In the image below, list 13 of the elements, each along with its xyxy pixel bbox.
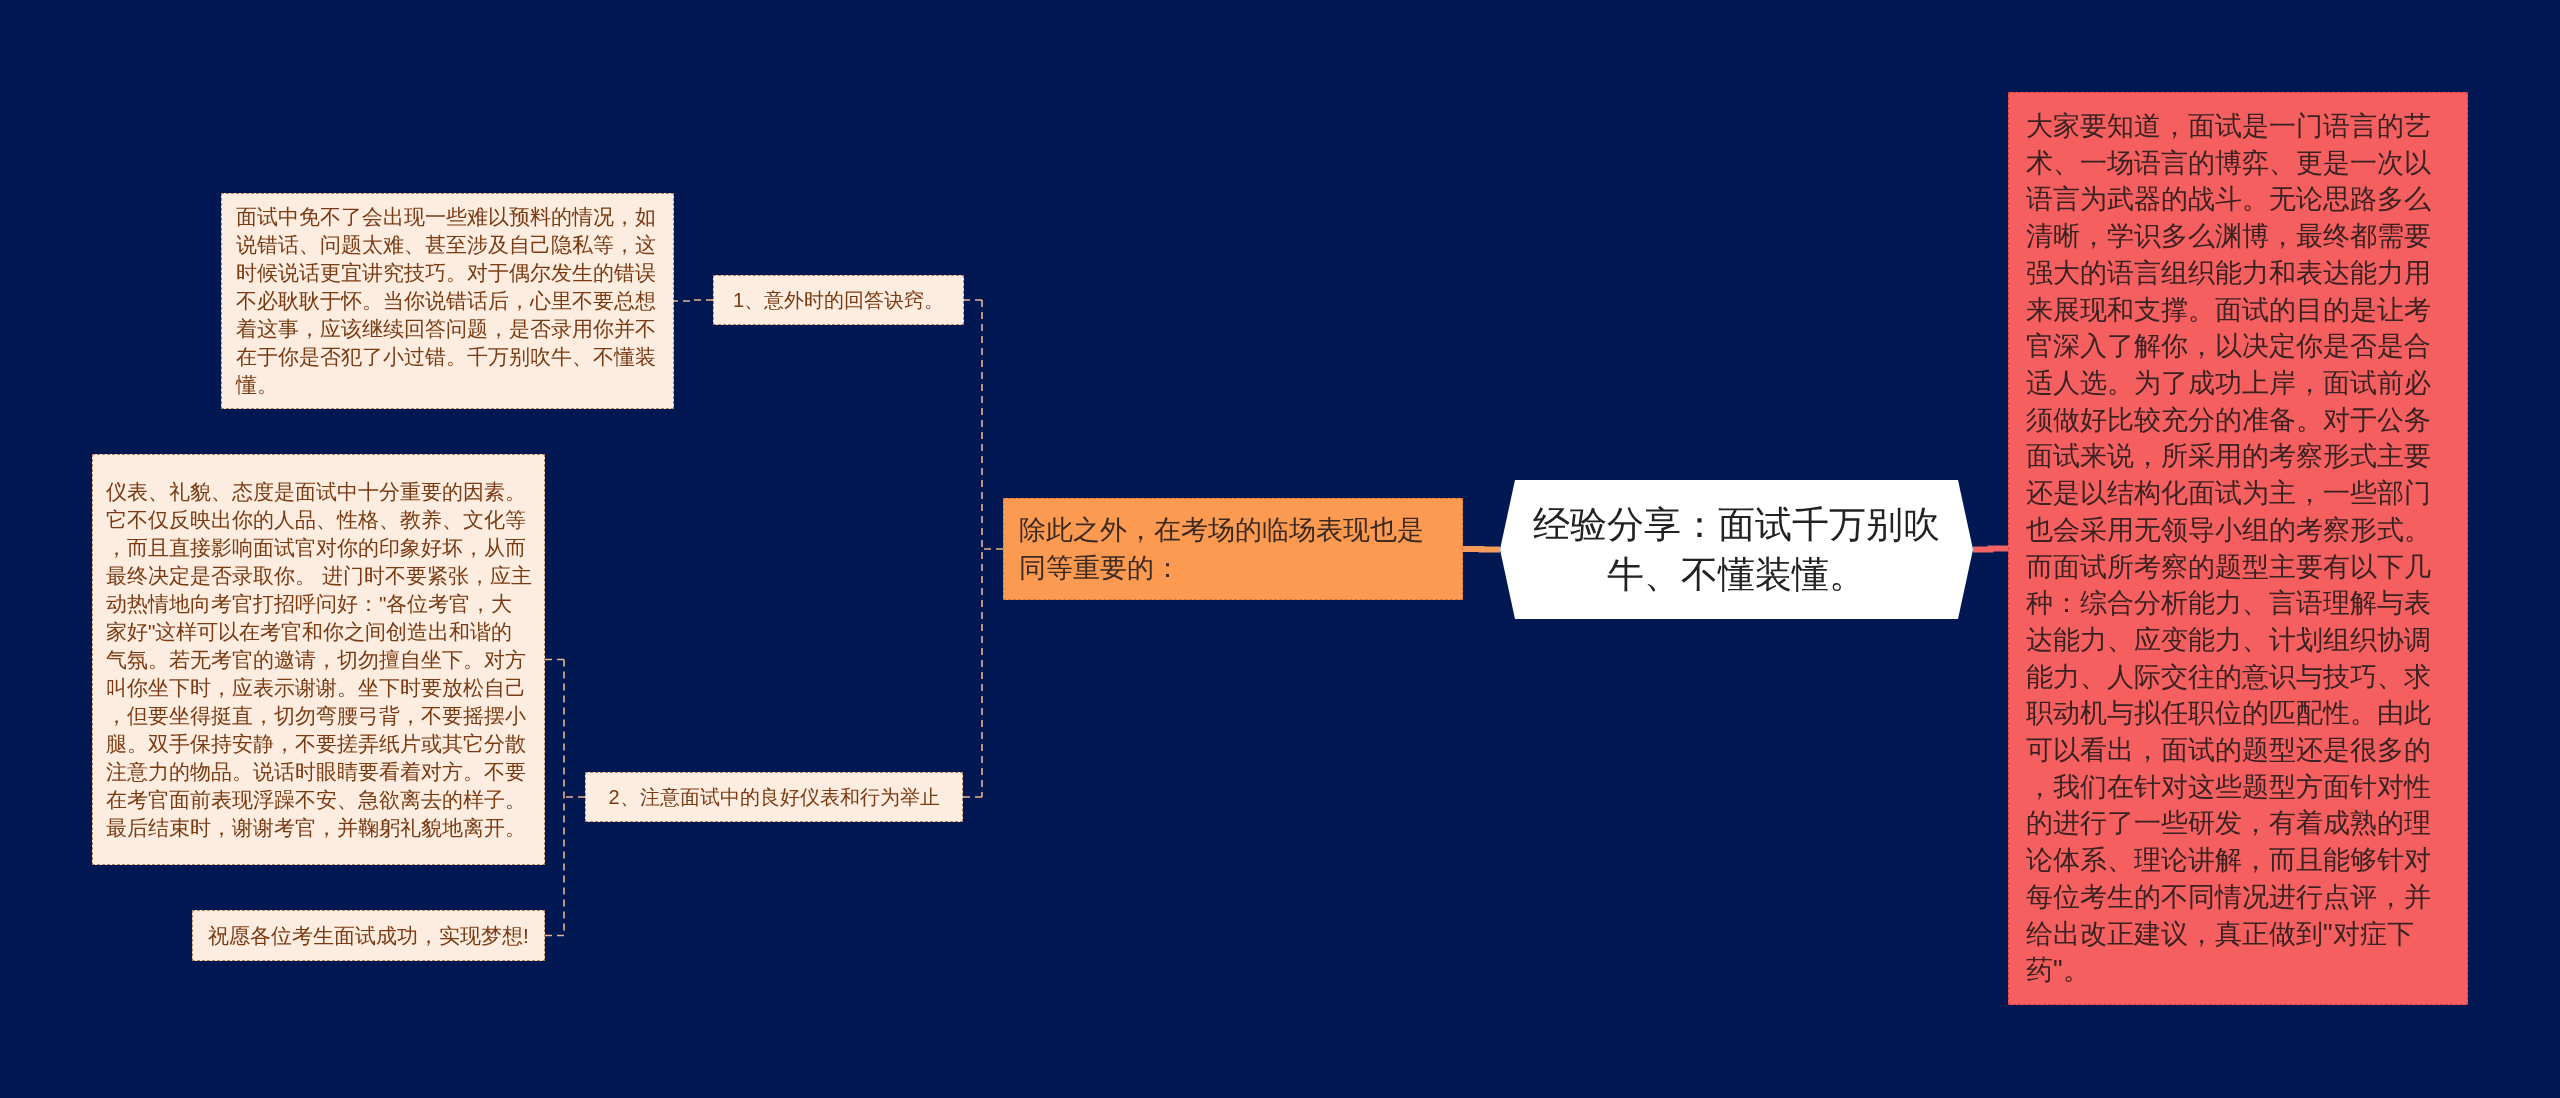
subtopic-box: 2、注意面试中的良好仪表和行为举止 (585, 772, 963, 822)
note-box: 面试中免不了会出现一些难以预料的情况，如说错话、问题太难、甚至涉及自己隐私等，这时候说话更宜讲究技巧。对于偶尔发生的错误不必耿耿于怀。当你说错话后，心里不要总想着这事，应该继续回答问题，是否录用你并不在于你是否犯了小过错。千万别吹牛、不懂装懂。 (221, 193, 674, 409)
note-box: 大家要知道，面试是一门语言的艺术、一场语言的博弈、更是一次以语言为武器的战斗。无论思路多么清晰，学识多么渊博，最终都需要强大的语言组织能力和表达能力用来展现和支撑。面试的目的是让考官深入了解你，以决定你是否是合适人选。为了成功上岸，面试前必须做好比较充分的准备。对于公务面试来说，所采用的考察形式主要还是以结构化面试为主，一些部门也会采用无领导小组的考察形式。而面试所考察的题型主要有以下几种：综合分析能力、言语理解与表达能力、应变能力、计划组织协调能力、人际交往的意识与技巧、求职动机与拟任职位的匹配性。由此可以看出，面试的题型还是很多的，我们在针对这些题型方面针对性的进行了一些研发，有着成熟的理论体系、理论讲解，而且能够针对每位考生的不同情况进行点评，并给出改正建议，真正做到"对症下药"。 (2008, 92, 2468, 1005)
note-box: 祝愿各位考生面试成功，实现梦想! (192, 910, 545, 961)
connector-line (962, 299, 1004, 798)
connector-line (1973, 545, 2008, 553)
note-box: 仪表、礼貌、态度是面试中十分重要的因素。它不仅反映出你的人品、性格、教养、文化等，而且直接影响面试官对你的印象好坏，从而最终决定是否录取你。 进门时不要紧张，应主动热情地向考官打招呼问好："各位考官，大家好"这样可以在考官和你之间创造出和谐的气氛。若无考官的邀请，切勿擅自坐下。对方叫你坐下时，应表示谢谢。坐下时要放松自己，但要坐得挺直，切勿弯腰弓背，不要摇摆小腿。双手保持安静，不要搓弄纸片或其它分散注意力的物品。说话时眼睛要看着对方。不要在考官面前表现浮躁不安、急欲离去的样子。最后结束时，谢谢考官，并鞠躬礼貌地离开。 (92, 454, 545, 865)
connector-line (673, 299, 714, 302)
connector-line (1463, 546, 1500, 553)
subtopic-box: 1、意外时的回答诀窍。 (713, 275, 964, 325)
topic-box: 除此之外，在考场的临场表现也是同等重要的： (1003, 498, 1463, 600)
central-topic: 经验分享：面试千万别吹牛、不懂装懂。 (1500, 480, 1973, 619)
connector-line (544, 658, 586, 937)
